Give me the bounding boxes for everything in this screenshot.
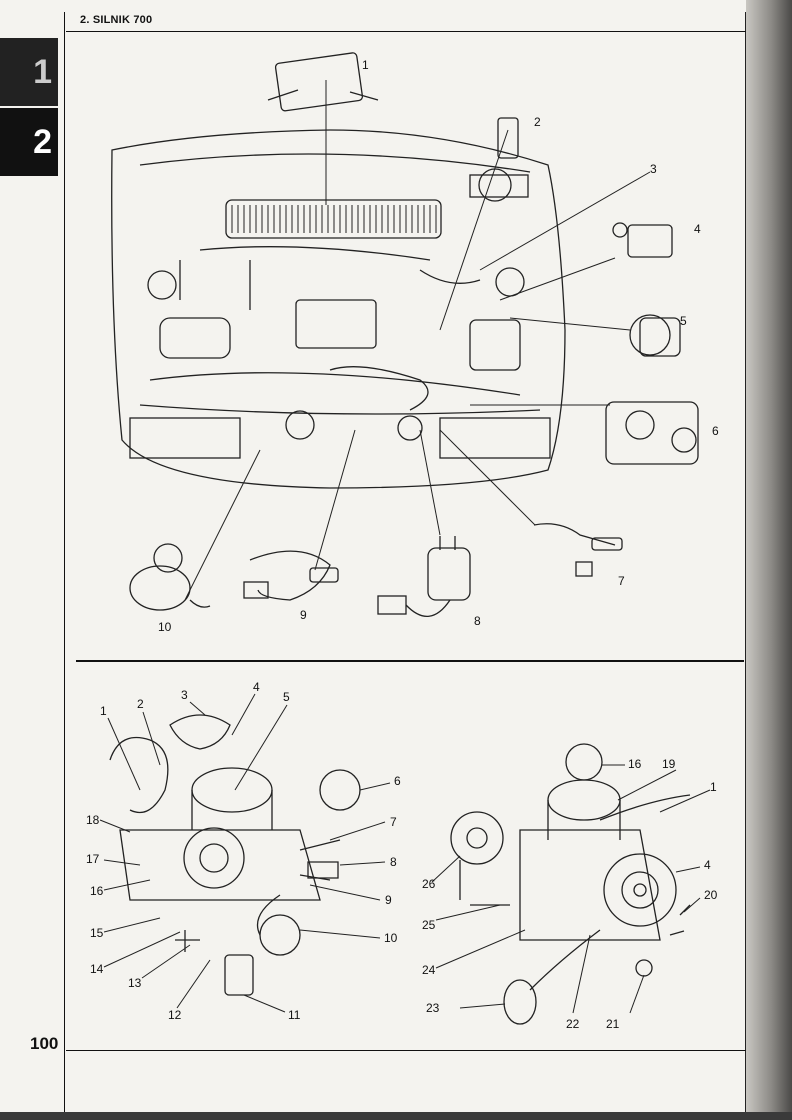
header-rule <box>66 31 746 32</box>
callout-right-16: 16 <box>628 757 642 771</box>
callout-top-7: 7 <box>618 574 625 588</box>
callout-left-9: 9 <box>385 893 392 907</box>
callout-right-20: 20 <box>704 888 718 902</box>
callout-left-6: 6 <box>394 774 401 788</box>
callout-right-22: 22 <box>566 1017 580 1031</box>
callout-left-4: 4 <box>253 680 260 694</box>
frame-right-rule <box>745 12 746 1112</box>
callout-left-1: 1 <box>100 704 107 718</box>
page-bottom-edge <box>0 1112 792 1120</box>
callout-right-21: 21 <box>606 1017 620 1031</box>
callout-right-23: 23 <box>426 1001 440 1015</box>
callout-top-1: 1 <box>362 58 369 72</box>
chapter-tab-1: 1 <box>0 38 58 106</box>
frame-left-rule <box>64 12 65 1112</box>
callout-top-5: 5 <box>680 314 687 328</box>
callout-left-15: 15 <box>90 926 104 940</box>
callout-top-10: 10 <box>158 620 172 634</box>
callout-top-6: 6 <box>712 424 719 438</box>
callout-left-3: 3 <box>181 688 188 702</box>
callout-left-8: 8 <box>390 855 397 869</box>
callout-left-2: 2 <box>137 697 144 711</box>
callout-top-3: 3 <box>650 162 657 176</box>
callout-top-2: 2 <box>534 115 541 129</box>
callout-left-13: 13 <box>128 976 142 990</box>
callout-left-5: 5 <box>283 690 290 704</box>
callout-right-4: 4 <box>704 858 711 872</box>
callout-top-8: 8 <box>474 614 481 628</box>
figure-separator-rule <box>76 660 744 662</box>
footer-rule <box>66 1050 746 1051</box>
page-binding-edge <box>746 0 792 1120</box>
chapter-header: 2. SILNIK 700 <box>80 14 153 26</box>
callout-right-25: 25 <box>422 918 436 932</box>
callout-right-19: 19 <box>662 757 676 771</box>
callout-left-10: 10 <box>384 931 398 945</box>
callout-right-24: 24 <box>422 963 436 977</box>
callout-left-11: 11 <box>288 1008 301 1022</box>
page-number: 100 <box>30 1034 59 1053</box>
callout-right-26: 26 <box>422 877 436 891</box>
chapter-tab-2: 2 <box>0 108 58 176</box>
callout-left-7: 7 <box>390 815 397 829</box>
callout-top-9: 9 <box>300 608 307 622</box>
callout-left-14: 14 <box>90 962 104 976</box>
callout-left-17: 17 <box>86 852 100 866</box>
callout-left-16: 16 <box>90 884 104 898</box>
callout-right-1: 1 <box>710 780 717 794</box>
callout-left-18: 18 <box>86 813 100 827</box>
callout-top-4: 4 <box>694 222 701 236</box>
callout-left-12: 12 <box>168 1008 182 1022</box>
